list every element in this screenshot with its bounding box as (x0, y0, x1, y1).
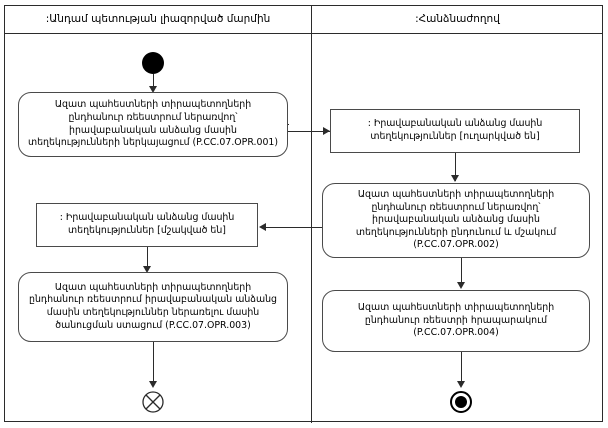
action-node-opr004-label: Ազատ պահեստների տիրապետողների ընդհանուր … (357, 302, 555, 339)
object-node-sent[interactable]: : Իրավաբանական անձանց մասին տեղեկություն… (330, 109, 580, 153)
action-node-opr002-label: Ազատ պահեստների տիրապետողների ընդհանուր … (355, 189, 557, 251)
action-node-opr003-label: Ազատ պահեստների տիրապետողների ընդհանուր … (29, 281, 277, 331)
action-node-opr001-label: Ազատ պահեստների տիրապետողների ընդհանուր … (27, 99, 279, 149)
flow-final-icon (142, 391, 164, 413)
flow-final-node (142, 391, 164, 413)
arrowhead-down-flowfinal (149, 381, 157, 388)
initial-node (142, 52, 164, 74)
action-node-opr003[interactable]: Ազատ պահեստների տիրապետողների ընդհանուր … (18, 272, 288, 342)
edge-object-sent-to-opr002 (455, 153, 456, 181)
action-node-opr001[interactable]: Ազատ պահեստների տիրապետողների ընդհանուր … (18, 92, 288, 157)
arrowhead-down-action1 (149, 86, 157, 93)
object-node-sent-label: : Իրավաբանական անձանց մասին տեղեկություն… (367, 118, 543, 142)
arrowhead-down-opr002 (451, 175, 459, 182)
object-node-processed-label: : Իրավաբանական անձանց մասին տեղեկություն… (59, 212, 235, 236)
swimlane-title-right: :Հանձնաժողով (415, 13, 500, 25)
edge-opr004-to-final (461, 352, 462, 384)
object-node-processed[interactable]: : Իրավաբանական անձանց մասին տեղեկություն… (36, 203, 258, 247)
arrowhead-left-object-mshakvac (259, 223, 266, 231)
arrowhead-down-action2 (143, 266, 151, 273)
action-node-opr004[interactable]: Ազատ պահեստների տիրապետողների ընդհանուր … (322, 290, 590, 352)
edge-start-to-action1 (153, 74, 154, 89)
lane-header-divider (4, 33, 603, 34)
edge-action1-to-object-ugharkvac (288, 131, 330, 132)
arrowhead-down-final (457, 381, 465, 388)
action-node-opr002[interactable]: Ազատ պահեստների տիրապետողների ընդհանուր … (322, 183, 590, 258)
swimlane-vertical-divider (311, 5, 312, 423)
edge-action2-to-flowfinal (153, 342, 154, 384)
activity-final-node (450, 391, 472, 413)
edge-object-to-action2 (147, 247, 148, 269)
arrowhead-right-object-ugharkvac (323, 127, 330, 135)
diagram-frame (4, 5, 603, 422)
swimlane-title-left: :Անդամ պետության լիազորված մարմին (45, 13, 271, 25)
edge-opr002-to-opr004 (461, 258, 462, 286)
arrowhead-down-opr004 (457, 282, 465, 289)
edge-opr002-to-object-mshakvac (264, 227, 328, 228)
edge-action1-exit-stub (288, 124, 289, 125)
